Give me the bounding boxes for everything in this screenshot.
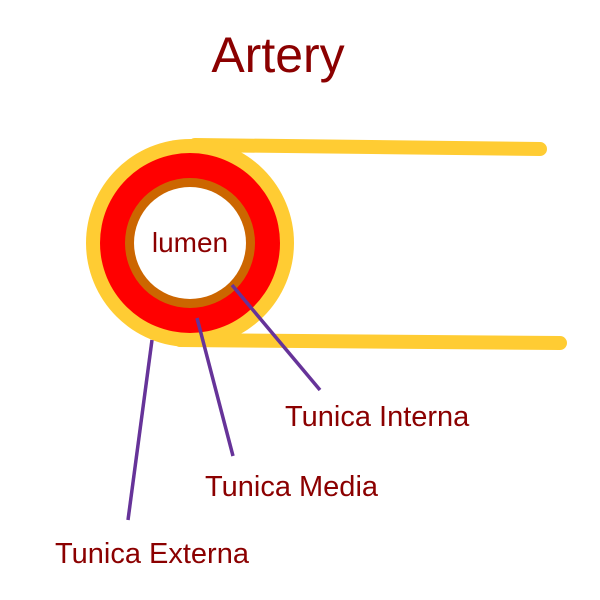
vessel-wall-lower <box>173 333 567 350</box>
label-tunica-interna: Tunica Interna <box>285 401 470 433</box>
leader-line-interna <box>230 283 322 392</box>
leader-line-externa <box>126 339 154 521</box>
leader-line-media <box>195 317 235 457</box>
lumen-area <box>134 187 246 299</box>
vessel-wall-upper <box>188 138 547 156</box>
label-tunica-media: Tunica Media <box>205 471 379 503</box>
lumen-label: lumen <box>152 227 228 258</box>
label-tunica-externa: Tunica Externa <box>55 538 250 570</box>
diagram-title: Artery <box>211 27 344 83</box>
